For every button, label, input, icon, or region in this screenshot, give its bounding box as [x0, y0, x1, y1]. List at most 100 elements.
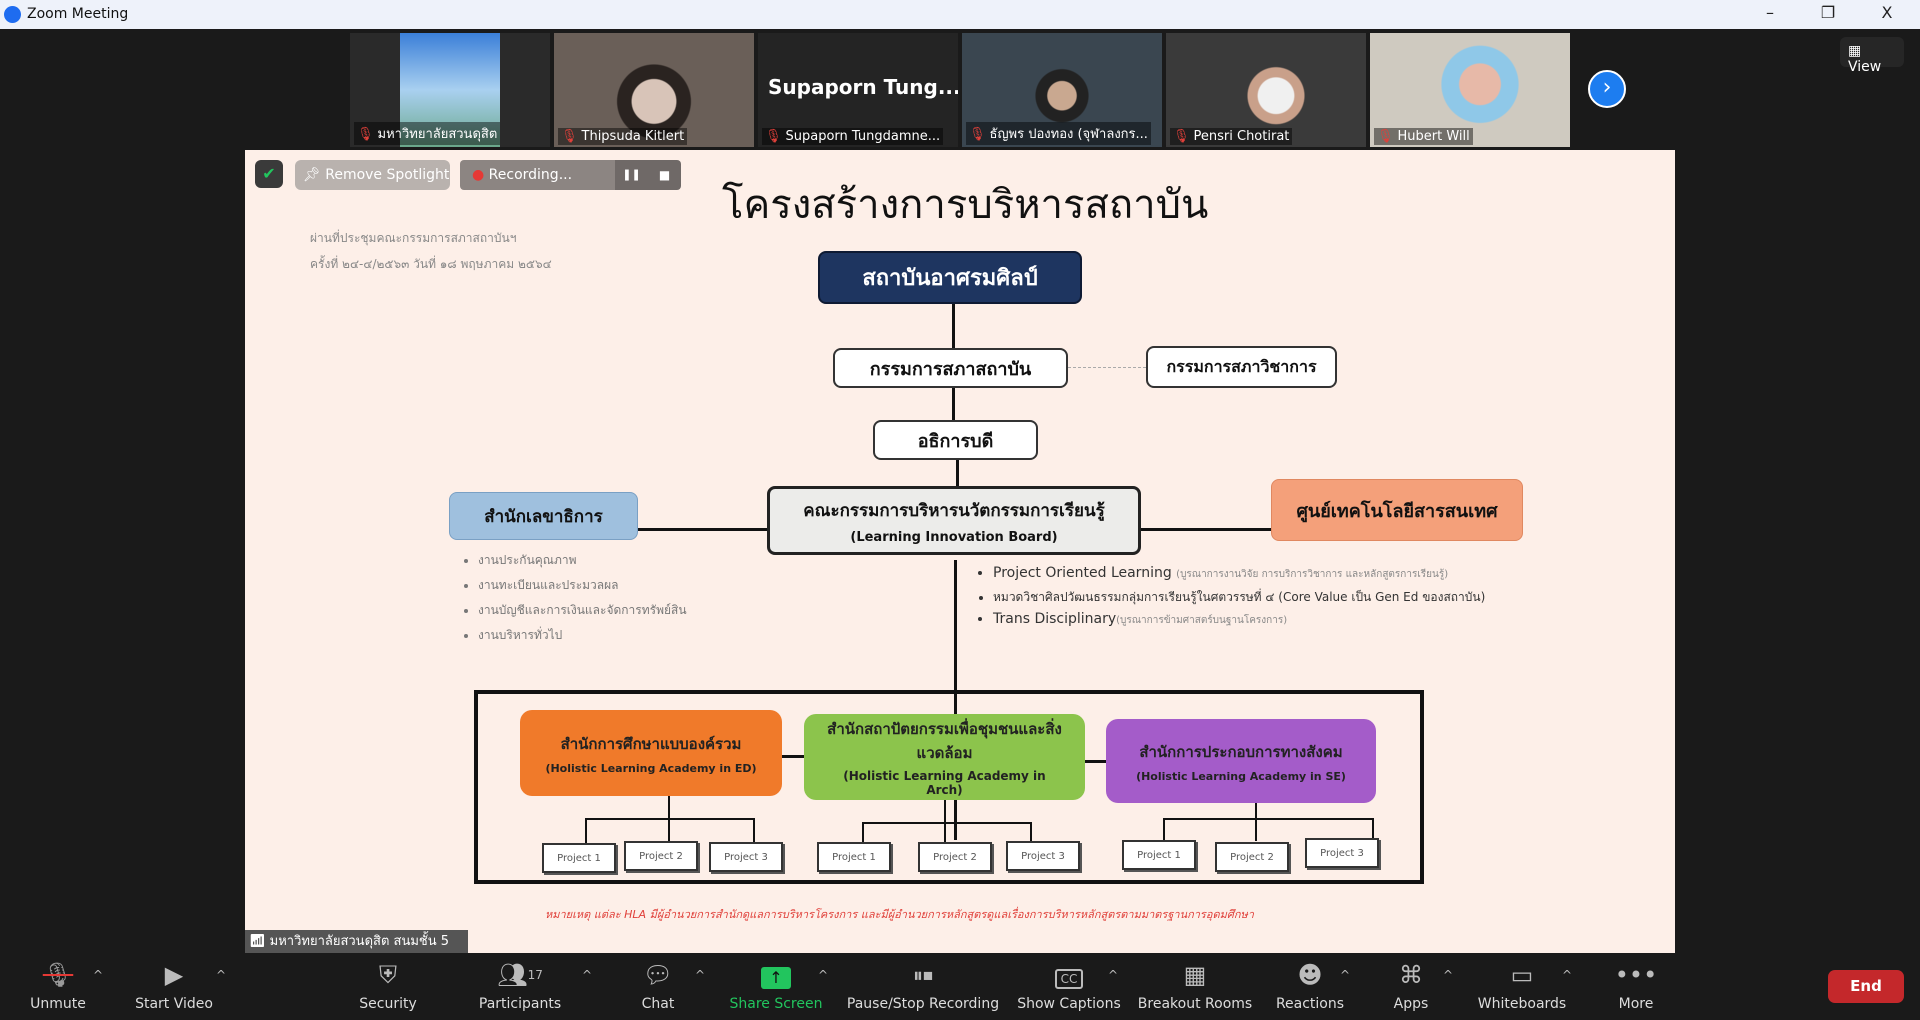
- participant-name: Hubert Will: [1397, 129, 1470, 144]
- participant-name: ธัญพร ปองทอง (จุฬาลงกร...: [989, 127, 1148, 142]
- more-icon: •••: [1614, 961, 1658, 989]
- item-sub: (บูรณาการข้ามศาสตร์บนฐานโครงการ): [1116, 615, 1288, 626]
- pause-stop-recording-button[interactable]: ⏸︎⏹︎Pause/Stop Recording: [843, 953, 1003, 1012]
- active-speaker-tag: 📶︎ มหาวิทยาลัยสวนดุสิต สนมชั้น 5: [245, 930, 468, 953]
- muted-mic-icon: 🎙︎: [1173, 129, 1190, 144]
- board-title-en: (Learning Innovation Board): [850, 529, 1058, 545]
- video-off-icon: ▶︎: [164, 961, 184, 989]
- reactions-caret[interactable]: ^: [1340, 968, 1351, 982]
- window-title: Zoom Meeting: [27, 6, 129, 22]
- view-button[interactable]: ▦ View: [1840, 37, 1904, 75]
- apps-caret[interactable]: ^: [1443, 968, 1454, 982]
- share-screen-label: Share Screen: [729, 996, 823, 1012]
- apps-button[interactable]: ⌘Apps: [1346, 953, 1476, 1012]
- project-box: Project 3: [1305, 838, 1379, 868]
- audio-options-caret[interactable]: ^: [93, 968, 104, 982]
- close-button[interactable]: X: [1881, 3, 1893, 22]
- participant-tile[interactable]: 🎙︎Pensri Chotirat: [1166, 33, 1366, 147]
- chat-caret[interactable]: ^: [695, 968, 706, 982]
- chat-label: Chat: [641, 996, 675, 1012]
- project-box: Project 3: [1006, 841, 1080, 871]
- participant-tile[interactable]: 🎙︎Thipsuda Kitlert: [554, 33, 754, 147]
- connector: [1085, 760, 1106, 763]
- stop-recording-button[interactable]: ■: [648, 160, 681, 190]
- academy-title-en: (Holistic Learning Academy in SE): [1136, 769, 1346, 783]
- project-box: Project 2: [624, 841, 698, 871]
- breakout-rooms-button[interactable]: ▦Breakout Rooms: [1130, 953, 1260, 1012]
- whiteboards-button[interactable]: ▭ Whiteboards: [1457, 953, 1587, 1012]
- list-item: Project Oriented Learning (บูรณาการงานวิ…: [993, 562, 1485, 586]
- list-item: หมวดวิชาศิลปวัฒนธรรมกลุ่มการเรียนรู้ในศต…: [993, 586, 1485, 608]
- breakout-rooms-label: Breakout Rooms: [1137, 996, 1253, 1012]
- project-box: Project 2: [918, 842, 992, 872]
- slide-footnote: หมายเหตุ แต่ละ HLA มีผู้อำนวยการสำนักดูแ…: [545, 908, 1254, 921]
- item-main: Trans Disciplinary: [993, 611, 1117, 627]
- learning-innovation-board-box: คณะกรรมการบริหารนวัตกรรมการเรียนรู้ (Lea…: [767, 486, 1141, 555]
- chat-button[interactable]: 💬︎ Chat: [593, 953, 723, 1012]
- academy-title-en: (Holistic Learning Academy in ED): [545, 761, 757, 775]
- record-icon: ●: [472, 167, 489, 183]
- connector: [1141, 528, 1271, 531]
- connector: [952, 300, 955, 350]
- pause-stop-icon: ⏸︎⏹︎: [913, 963, 933, 987]
- academy-title-th: สำนักสถาปัตยกรรมเพื่อชุมชนและสิ่งแวดล้อม: [827, 720, 1062, 762]
- whiteboards-label: Whiteboards: [1477, 996, 1567, 1012]
- chat-icon: 💬︎: [642, 961, 674, 989]
- item-main: Project Oriented Learning: [993, 565, 1172, 581]
- view-label: View: [1848, 59, 1882, 75]
- share-screen-button[interactable]: ↑Share Screen: [711, 953, 841, 1012]
- participant-video: [1166, 33, 1366, 147]
- more-button[interactable]: •••More: [1571, 953, 1701, 1012]
- project-box: Project 1: [1122, 840, 1196, 870]
- it-center-box: ศูนย์เทคโนโลยีสารสนเทศ: [1271, 479, 1523, 541]
- list-item: Trans Disciplinary(บูรณาการข้ามศาสตร์บนฐ…: [993, 608, 1485, 632]
- start-video-button[interactable]: ▶︎Start Video: [109, 953, 239, 1012]
- restore-button[interactable]: ❐: [1820, 3, 1836, 22]
- note-line: ครั้งที่ ๒๔-๔/๒๕๖๓ วันที่ ๑๘ พฤษภาคม ๒๕๖…: [310, 257, 552, 271]
- secretariat-box: สำนักเลขาธิการ: [449, 492, 638, 540]
- institute-box: สถาบันอาศรมศิลป์: [818, 251, 1082, 304]
- secretariat-list: งานประกันคุณภาพ งานทะเบียนและประมวลผล งา…: [460, 548, 687, 648]
- participant-tile[interactable]: 🎙︎ธัญพร ปองทอง (จุฬาลงกร...: [962, 33, 1162, 147]
- project-box: Project 1: [542, 843, 616, 873]
- pause-recording-button[interactable]: ❚❚: [615, 160, 648, 190]
- participants-caret[interactable]: ^: [582, 968, 593, 982]
- end-meeting-button[interactable]: End: [1828, 970, 1904, 1003]
- security-button[interactable]: ⛨Security: [323, 953, 453, 1012]
- whiteboards-caret[interactable]: ^: [1562, 968, 1573, 982]
- share-caret[interactable]: ^: [818, 968, 829, 982]
- zoom-logo-icon: [4, 6, 21, 23]
- recording-status: ● Recording...: [460, 160, 615, 190]
- dotted-connector: [1068, 367, 1146, 368]
- participants-icon: 👥︎17: [497, 961, 543, 989]
- participant-image: [400, 33, 500, 147]
- minimize-button[interactable]: –: [1766, 3, 1774, 22]
- board-list: Project Oriented Learning (บูรณาการงานวิ…: [975, 562, 1485, 632]
- list-item: งานประกันคุณภาพ: [478, 548, 687, 573]
- participants-label: Participants: [478, 996, 562, 1012]
- participant-tile[interactable]: Supaporn Tung... 🎙︎Supaporn Tungdamne...: [758, 33, 958, 147]
- connector: [956, 460, 959, 488]
- remove-spotlight-button[interactable]: 📌︎ Remove Spotlight: [295, 160, 450, 190]
- security-shield-icon[interactable]: ✔: [255, 160, 283, 188]
- grid-icon: ▦: [1848, 43, 1862, 59]
- participant-tile[interactable]: 🎙︎Hubert Will: [1370, 33, 1570, 147]
- video-options-caret[interactable]: ^: [216, 968, 227, 982]
- unmute-button[interactable]: 🎙︎Unmute: [0, 953, 123, 1012]
- participant-name: Thipsuda Kitlert: [581, 129, 685, 144]
- show-captions-label: Show Captions: [1017, 996, 1121, 1012]
- muted-mic-icon: 🎙︎: [561, 129, 578, 144]
- participant-tile[interactable]: 🎙︎มหาวิทยาลัยสวนดุสิต: [350, 33, 550, 147]
- shared-slide: ✔ 📌︎ Remove Spotlight ● Recording... ❚❚ …: [245, 150, 1675, 953]
- captions-caret[interactable]: ^: [1108, 968, 1119, 982]
- list-item: งานบริหารทั่วไป: [478, 623, 687, 648]
- academic-council-box: กรรมการสภาวิชาการ: [1146, 346, 1337, 388]
- next-page-button[interactable]: ›: [1588, 70, 1626, 108]
- academies-frame: [474, 690, 1424, 884]
- whiteboard-icon: ▭: [1510, 961, 1534, 989]
- pin-icon: 📌︎: [303, 167, 326, 183]
- project-box: Project 2: [1215, 842, 1289, 872]
- reactions-button[interactable]: ☻Reactions: [1245, 953, 1375, 1012]
